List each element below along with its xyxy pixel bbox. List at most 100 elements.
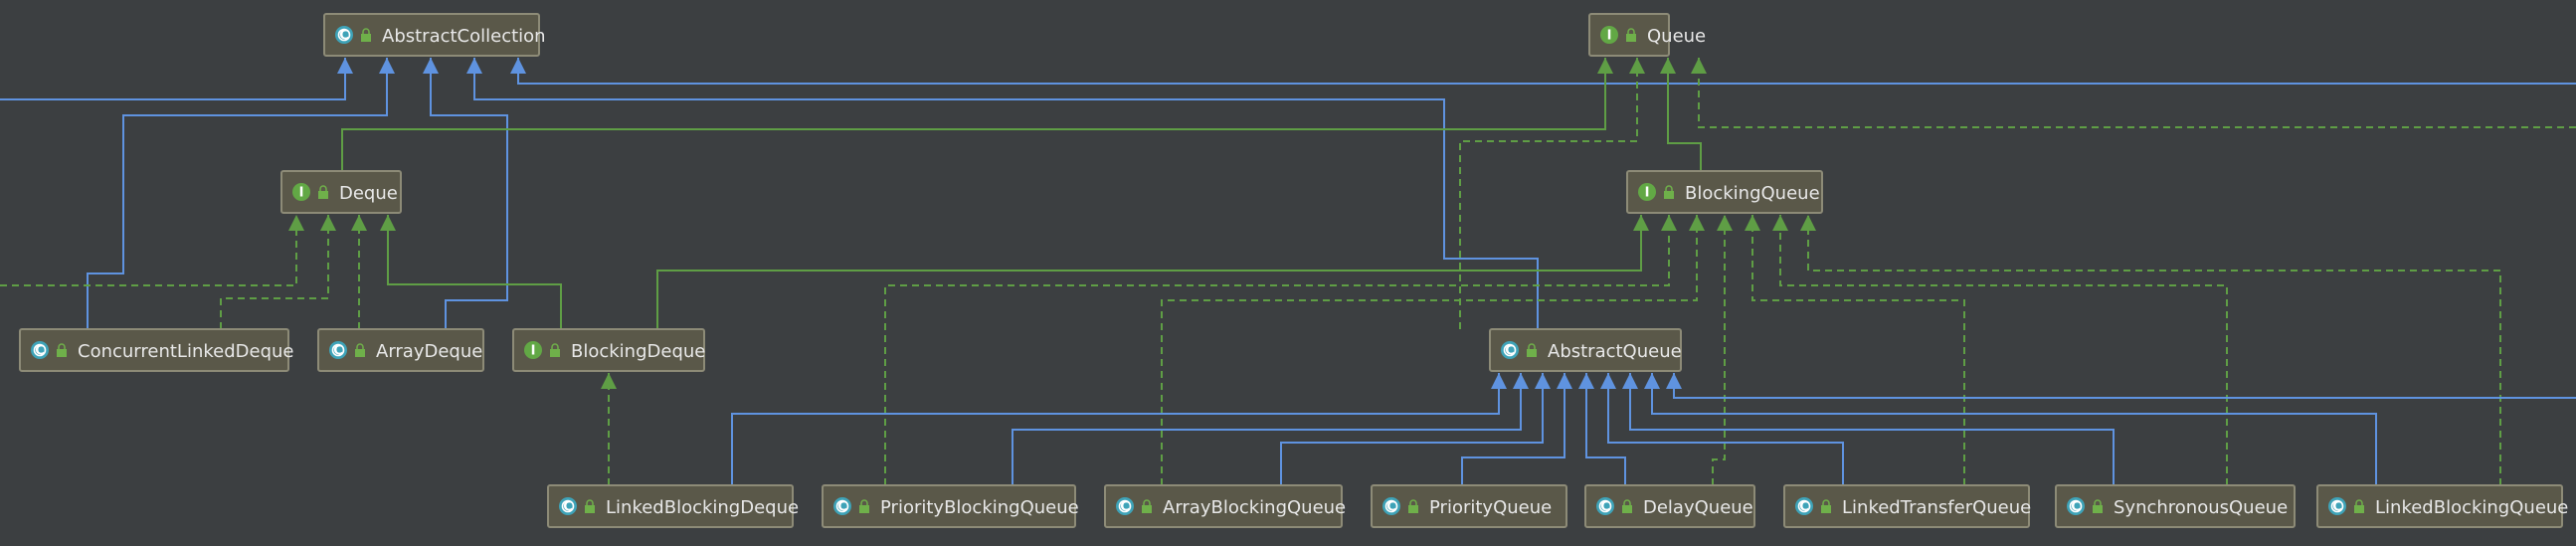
- badge-letter: C: [2332, 500, 2342, 515]
- node-box: [822, 484, 1076, 528]
- node-label: PriorityBlockingQueue: [880, 497, 1079, 518]
- lock-icon: [2354, 499, 2364, 513]
- lock-icon: [585, 499, 595, 513]
- node-box: [317, 328, 484, 372]
- interface-icon: I: [292, 183, 310, 201]
- node-box: [512, 328, 705, 372]
- node-synchronous-queue[interactable]: C SynchronousQueue: [2055, 484, 2296, 528]
- edges-layer: [0, 58, 2576, 485]
- class-icon: C: [335, 26, 353, 44]
- edge-concurrentlinkeddeque-to-abstractcollection: [87, 58, 388, 329]
- arrowhead-abstractqueue-to-queue: [1629, 58, 1645, 74]
- edge-blockingdeque-to-blockingqueue: [656, 215, 1642, 329]
- arrowhead-blockingdeque-to-blockingqueue: [1633, 215, 1649, 231]
- node-label: BlockingDeque: [571, 341, 705, 362]
- node-label: SynchronousQueue: [2114, 497, 2288, 518]
- node-abstract-queue[interactable]: C AbstractQueue: [1489, 328, 1682, 372]
- lock-icon: [318, 185, 328, 199]
- edge-priorityqueue-to-abstractqueue: [1461, 373, 1565, 485]
- node-linked-blocking-deque[interactable]: C LinkedBlockingDeque: [547, 484, 799, 528]
- node-box: [323, 13, 540, 57]
- node-box: [1489, 328, 1682, 372]
- arrowhead-linkedblockingqueue-to-abstractqueue: [1644, 373, 1660, 389]
- edge-priorityblockingqueue-to-abstractqueue: [1012, 373, 1522, 485]
- lock-icon: [361, 28, 371, 42]
- badge-letter: C: [333, 344, 343, 359]
- node-box: [1783, 484, 2030, 528]
- node-label: BlockingQueue: [1685, 183, 1820, 204]
- lock-icon: [1142, 499, 1152, 513]
- arrowhead-priorityqueue-to-abstractqueue: [1557, 373, 1572, 389]
- arrowheads-layer: [288, 58, 1816, 389]
- node-priority-blocking-queue[interactable]: C PriorityBlockingQueue: [822, 484, 1079, 528]
- lock-icon: [859, 499, 869, 513]
- edge-synchronousqueue-to-blockingqueue: [1779, 215, 2228, 485]
- lock-icon: [355, 343, 365, 357]
- node-label: DelayQueue: [1643, 497, 1753, 518]
- class-icon: C: [559, 497, 577, 515]
- edge-blockingdeque-to-deque: [387, 215, 562, 329]
- node-blocking-queue[interactable]: I BlockingQueue: [1626, 170, 1823, 214]
- edge-offscreen-to-abstractqueue: [1673, 373, 2576, 399]
- arrowhead-linkedtransferqueue-to-blockingqueue: [1745, 215, 1760, 231]
- badge-letter: I: [1607, 29, 1612, 44]
- arrowhead-abstractqueue-to-abstractcollection: [466, 58, 482, 74]
- node-label: LinkedBlockingDeque: [606, 497, 799, 518]
- node-box: [1584, 484, 1755, 528]
- arrowhead-delayqueue-to-blockingqueue: [1717, 215, 1733, 231]
- arrowhead-linkedtransferqueue-to-abstractqueue: [1600, 373, 1616, 389]
- node-array-blocking-queue[interactable]: C ArrayBlockingQueue: [1104, 484, 1346, 528]
- class-icon: C: [2067, 497, 2085, 515]
- node-box: [2055, 484, 2296, 528]
- edge-linkedblockingqueue-to-abstractqueue: [1651, 373, 2377, 485]
- edge-arraydeque-to-abstractcollection: [430, 58, 508, 329]
- arrowhead-concurrentlinkeddeque-to-abstractcollection: [379, 58, 395, 74]
- class-icon: C: [1596, 497, 1614, 515]
- lock-icon: [57, 343, 67, 357]
- arrowhead-synchronousqueue-to-blockingqueue: [1772, 215, 1788, 231]
- edge-arrayblockingqueue-to-abstractqueue: [1280, 373, 1544, 485]
- badge-letter: C: [1799, 500, 1809, 515]
- node-label: AbstractQueue: [1548, 341, 1682, 362]
- lock-icon: [1664, 185, 1674, 199]
- node-box: [1626, 170, 1823, 214]
- arrowhead-arraydeque-to-abstractcollection: [423, 58, 439, 74]
- arrowhead-deque-to-queue: [1597, 58, 1613, 74]
- badge-letter: C: [1505, 344, 1515, 359]
- class-icon: C: [31, 341, 49, 359]
- node-linked-blocking-queue[interactable]: C LinkedBlockingQueue: [2316, 484, 2568, 528]
- edge-linkedblockingqueue-to-blockingqueue: [1807, 215, 2501, 485]
- class-icon: C: [833, 497, 851, 515]
- node-label: LinkedBlockingQueue: [2375, 497, 2568, 518]
- interface-icon: I: [524, 341, 542, 359]
- node-blocking-deque[interactable]: I BlockingDeque: [512, 328, 705, 372]
- interface-icon: I: [1638, 183, 1656, 201]
- edge-delayqueue-to-blockingqueue: [1712, 215, 1726, 485]
- node-box: [1104, 484, 1343, 528]
- interface-icon: I: [1600, 26, 1618, 44]
- arrowhead-linkedblockingqueue-to-blockingqueue: [1800, 215, 1816, 231]
- node-delay-queue[interactable]: C DelayQueue: [1584, 484, 1755, 528]
- arrowhead-offscreen-to-abstractcollection: [337, 58, 353, 74]
- edge-concurrentlinkeddeque-to-deque: [220, 215, 329, 329]
- node-array-deque[interactable]: C ArrayDeque: [317, 328, 484, 372]
- arrowhead-priorityblockingqueue-to-abstractqueue: [1513, 373, 1529, 389]
- arrowhead-arraydeque-to-deque: [351, 215, 367, 231]
- edge-linkedtransferqueue-to-abstractqueue: [1607, 373, 1844, 485]
- class-icon: C: [1116, 497, 1134, 515]
- arrowhead-offscreen-to-abstractqueue: [1666, 373, 1682, 389]
- node-label: ArrayDeque: [376, 341, 482, 362]
- node-label: ArrayBlockingQueue: [1163, 497, 1346, 518]
- arrowhead-delayqueue-to-abstractqueue: [1578, 373, 1594, 389]
- arrowhead-synchronousqueue-to-abstractqueue: [1622, 373, 1638, 389]
- edge-offscreen-to-deque: [0, 215, 297, 286]
- badge-letter: C: [1120, 500, 1130, 515]
- edge-abstractqueue-to-abstractcollection: [473, 58, 1539, 329]
